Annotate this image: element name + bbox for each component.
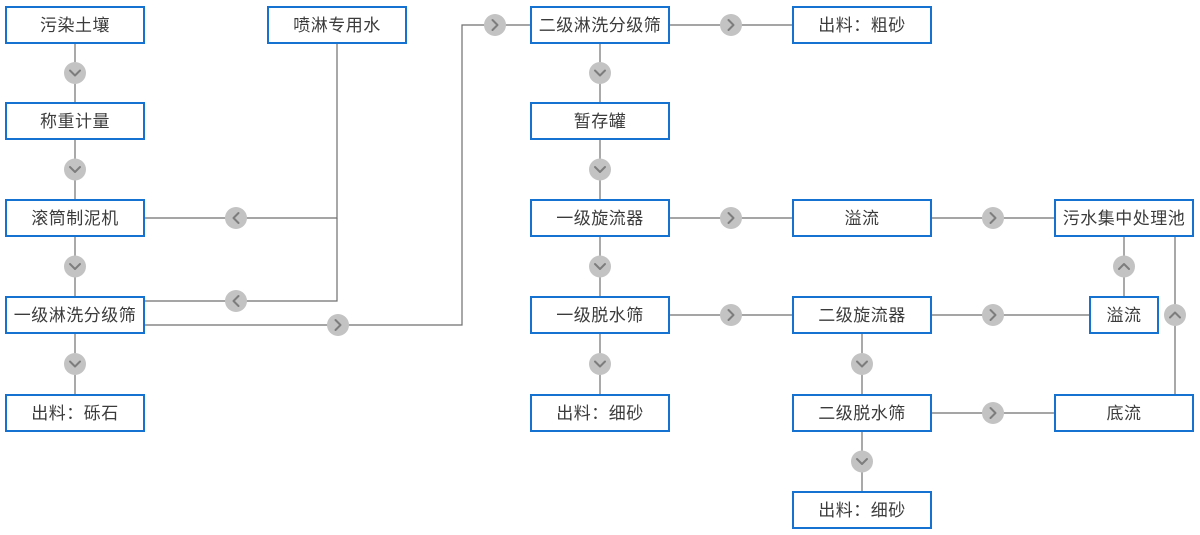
arrow-right-icon [720,207,742,229]
arrow-down-icon [589,62,611,84]
node-label: 喷淋专用水 [293,15,381,35]
node-output-fine-sand-2: 出料：细砂 [792,491,932,529]
edge-spray-water--drum-mud-machine [145,44,338,219]
node-label: 溢流 [1106,305,1142,325]
node-label: 二级淋洗分级筛 [538,15,662,35]
node-buffer-tank: 暂存罐 [530,102,670,140]
edge-stage1-washing-screen--stage2-washing-screen [145,24,530,326]
node-label: 滚筒制泥机 [31,208,119,228]
arrow-down-icon [851,353,873,375]
arrow-left-icon [225,207,247,229]
node-label: 一级淋洗分级筛 [13,305,137,325]
node-weighing: 称重计量 [5,102,145,140]
arrow-down-icon [64,353,86,375]
arrow-down-icon [64,62,86,84]
arrow-down-icon [64,255,86,278]
node-stage1-dewatering-screen: 一级脱水筛 [530,296,670,334]
node-label: 污染土壤 [40,15,110,35]
node-spray-water: 喷淋专用水 [267,6,407,44]
arrow-down-icon [589,353,611,375]
node-label: 出料：细砂 [818,500,906,520]
node-output-fine-sand-1: 出料：细砂 [530,394,670,432]
node-label: 底流 [1106,403,1142,423]
node-label: 二级旋流器 [818,305,906,325]
node-stage1-cyclone: 一级旋流器 [530,199,670,237]
node-output-gravel: 出料：砾石 [5,394,145,432]
node-drum-mud-machine: 滚筒制泥机 [5,199,145,237]
node-stage2-dewatering-screen: 二级脱水筛 [792,394,932,432]
node-stage2-washing-screen: 二级淋洗分级筛 [530,6,670,44]
arrow-right-icon [484,14,506,36]
arrow-down-icon [64,158,86,181]
arrow-right-icon [720,304,742,326]
edge-spray-water--stage1-washing-screen [145,218,338,302]
node-stage1-washing-screen: 一级淋洗分级筛 [5,296,145,334]
arrow-down-icon [589,158,611,181]
arrow-down-icon [851,450,873,473]
node-stage2-cyclone: 二级旋流器 [792,296,932,334]
arrow-left-icon [225,290,247,312]
arrow-right-icon [327,314,349,336]
node-label: 溢流 [844,208,880,228]
node-overflow-1: 溢流 [792,199,932,237]
node-label: 出料：粗砂 [818,15,906,35]
node-output-coarse-sand: 出料：粗砂 [792,6,932,44]
node-label: 一级脱水筛 [556,305,644,325]
node-label: 二级脱水筛 [818,403,906,423]
node-label: 一级旋流器 [556,208,644,228]
node-contaminated-soil: 污染土壤 [5,6,145,44]
node-label: 出料：砾石 [31,403,119,423]
node-label: 暂存罐 [573,111,627,131]
arrow-right-icon [982,304,1004,326]
arrow-right-icon [982,207,1004,229]
arrow-up-icon [1164,304,1186,326]
node-label: 出料：细砂 [556,403,644,423]
arrow-down-icon [589,255,611,278]
arrow-up-icon [1113,255,1135,278]
arrow-right-icon [982,402,1004,424]
arrow-right-icon [720,14,742,36]
node-label: 污水集中处理池 [1062,208,1186,228]
node-underflow: 底流 [1054,394,1194,432]
node-label: 称重计量 [40,111,110,131]
node-wastewater-pool: 污水集中处理池 [1054,199,1194,237]
node-overflow-2: 溢流 [1089,296,1159,334]
